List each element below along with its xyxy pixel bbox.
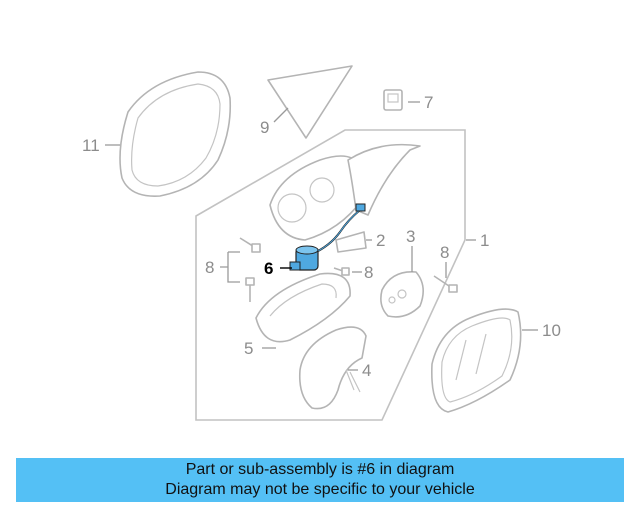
- callout-3: 3: [406, 227, 415, 246]
- part-10-mirror-glass: [431, 308, 522, 413]
- banner-line-2: Diagram may not be specific to your vehi…: [165, 481, 475, 498]
- callout-4: 4: [362, 361, 371, 380]
- callout-11: 11: [82, 136, 100, 155]
- part-3-motor: [380, 271, 424, 318]
- part-8-screws: [239, 237, 458, 302]
- assembly-frame: [195, 129, 466, 421]
- mirror-base-housing: [269, 143, 421, 241]
- callout-2: 2: [376, 231, 385, 250]
- callout-8c: 8: [440, 243, 449, 262]
- part-4-lower-bracket: [298, 326, 367, 410]
- info-banner: Part or sub-assembly is #6 in diagram Di…: [16, 458, 624, 502]
- parts-diagram: 11 9 7 2 3 8 8 8: [82, 65, 561, 421]
- leader-9: [273, 107, 289, 123]
- callout-6: 6: [264, 259, 273, 278]
- part-9-triangle-cover: [267, 65, 353, 139]
- callout-1: 1: [480, 231, 489, 250]
- callout-8b: 8: [364, 263, 373, 282]
- callout-5: 5: [244, 339, 253, 358]
- part-5-cover-panel: [255, 272, 351, 343]
- callout-10: 10: [542, 321, 561, 340]
- leader-8a: [220, 251, 240, 283]
- part-6-harness-highlighted: [289, 203, 366, 271]
- part-2-bracket: [335, 231, 367, 253]
- part-11-mirror-cover: [119, 71, 232, 197]
- callout-7: 7: [424, 93, 433, 112]
- part-7-clip: [383, 89, 403, 111]
- banner-line-1: Part or sub-assembly is #6 in diagram: [185, 461, 455, 478]
- callout-9: 9: [260, 118, 269, 137]
- callout-8a: 8: [205, 258, 214, 277]
